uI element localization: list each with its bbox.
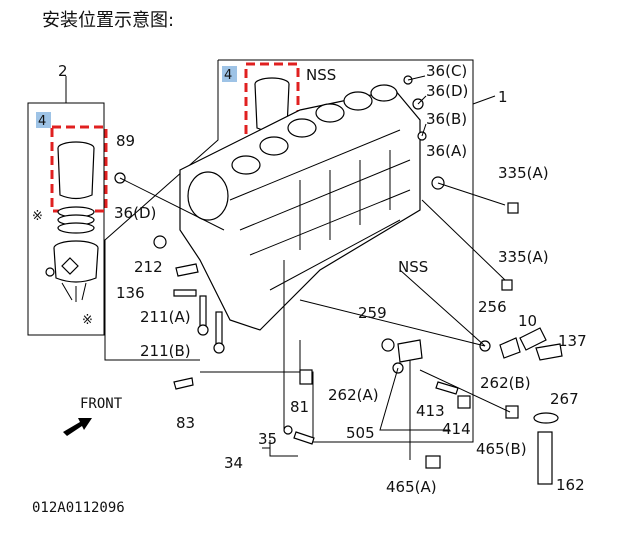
label-89: 89	[116, 132, 135, 150]
label-36b: 36(B)	[426, 110, 467, 128]
label-335a-top: 335(A)	[498, 164, 549, 182]
label-335a-bottom: 335(A)	[498, 248, 549, 266]
callout-4-top	[222, 66, 237, 82]
label-211a: 211(A)	[140, 308, 191, 326]
label-36d-left: 36(D)	[114, 204, 156, 222]
label-137: 137	[558, 332, 587, 350]
label-211b: 211(B)	[140, 342, 191, 360]
label-2: 2	[58, 62, 68, 80]
label-262b: 262(B)	[480, 374, 531, 392]
label-136: 136	[116, 284, 145, 302]
label-465b: 465(B)	[476, 440, 527, 458]
label-10: 10	[518, 312, 537, 330]
label-35: 35	[258, 430, 277, 448]
highlight-box-top	[244, 62, 300, 140]
small-parts	[114, 75, 563, 485]
label-414: 414	[442, 420, 471, 438]
label-256: 256	[478, 298, 507, 316]
callout-4-left	[36, 112, 51, 128]
label-505: 505	[346, 424, 375, 442]
label-262a: 262(A)	[328, 386, 379, 404]
block-outline	[104, 59, 496, 443]
label-36d-right: 36(D)	[426, 82, 468, 100]
engine-block	[179, 84, 421, 331]
label-4-left: 4	[38, 114, 46, 129]
label-259: 259	[358, 304, 387, 322]
label-36a: 36(A)	[426, 142, 467, 160]
label-nss-top: NSS	[306, 66, 336, 84]
document-code: 012A0112096	[32, 500, 125, 516]
label-413: 413	[416, 402, 445, 420]
label-1: 1	[498, 88, 508, 106]
label-36c: 36(C)	[426, 62, 467, 80]
label-81: 81	[290, 398, 309, 416]
page-title: 安装位置示意图:	[42, 10, 175, 31]
label-34: 34	[224, 454, 243, 472]
label-star-top: ※	[32, 209, 43, 224]
label-83: 83	[176, 414, 195, 432]
label-465a: 465(A)	[386, 478, 437, 496]
label-star-bottom: ※	[82, 313, 93, 328]
piston-liner-inset	[27, 76, 108, 336]
label-nss-mid: NSS	[398, 258, 428, 276]
label-162: 162	[556, 476, 585, 494]
front-arrow-icon	[63, 418, 92, 436]
front-label: FRONT	[80, 396, 123, 412]
label-4-top: 4	[224, 68, 232, 83]
label-267: 267	[550, 390, 579, 408]
label-212: 212	[134, 258, 163, 276]
leader-lines	[119, 75, 511, 460]
